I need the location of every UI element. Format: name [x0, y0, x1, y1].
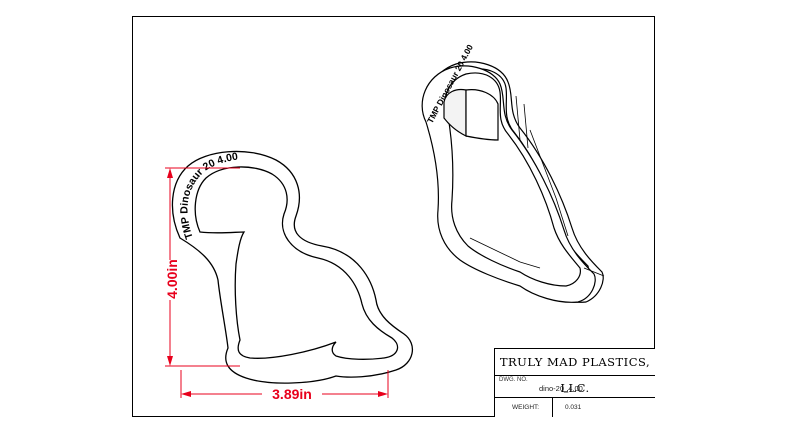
drawing-sheet-border [132, 16, 655, 417]
width-dimension [180, 370, 389, 398]
height-dimension [165, 167, 240, 367]
front-view-outer-outline [171, 150, 414, 384]
width-dimension-label: 3.89in [272, 386, 312, 402]
company-name: TRULY MAD PLASTICS, LLC. [495, 349, 655, 395]
drawing-number-label: DWG. NO. [499, 377, 528, 383]
title-block-divider [552, 397, 553, 417]
weight-label: WEIGHT: [512, 404, 540, 411]
isometric-view [421, 61, 605, 303]
drawing-number-value: dino-20_4.00 [539, 384, 583, 393]
title-block: TRULY MAD PLASTICS, LLC. DWG. NO. dino-2… [494, 348, 655, 417]
front-view-inner-outline [194, 166, 399, 360]
title-block-weight-row [495, 397, 655, 418]
height-dimension-label: 4.00in [164, 259, 180, 299]
weight-value: 0.031 [565, 404, 582, 411]
